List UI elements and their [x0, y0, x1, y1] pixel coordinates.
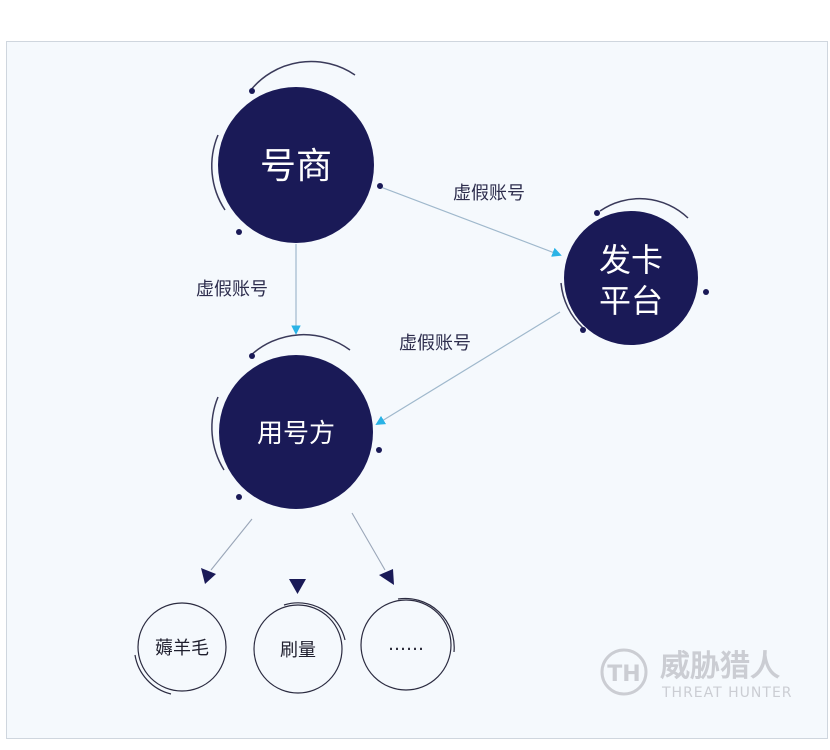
watermark-logo-letters: TH — [607, 662, 640, 687]
outcome-arrow-1 — [201, 568, 216, 584]
node-faka: 发卡 平台 — [560, 197, 709, 345]
branch-line-1 — [210, 518, 253, 571]
outcome-1: 薅羊毛 — [134, 602, 227, 695]
watermark-cn-name: 威胁猎人 — [660, 649, 780, 684]
diagram-panel — [6, 41, 828, 739]
node-label-faka-line2: 平台 — [599, 282, 663, 320]
outcome-arrow-2 — [289, 579, 306, 594]
node-label-yonghaofang: 用号方 — [257, 419, 335, 449]
node-yonghaofang: 用号方 — [211, 333, 382, 509]
outcome-3: …… — [360, 597, 455, 691]
outcome-label-2: 刷量 — [280, 640, 316, 661]
edge-haoshang-to-faka — [377, 185, 562, 257]
node-label-haoshang: 号商 — [260, 146, 332, 187]
outcome-label-3: …… — [388, 634, 424, 655]
threat-hunter-logo-icon — [600, 648, 648, 696]
node-haoshang: 号商 — [211, 60, 383, 243]
edge-label-haoshang-to-yonghaofang: 虚假账号 — [196, 279, 268, 300]
branch-line-3 — [351, 512, 386, 571]
node-label-faka-line1: 发卡 — [599, 241, 663, 279]
outcome-arrow-3 — [379, 569, 394, 585]
edge-label-haoshang-to-faka: 虚假账号 — [453, 183, 525, 204]
outcome-label-1: 薅羊毛 — [155, 638, 209, 659]
outcome-2: 刷量 — [253, 602, 346, 694]
edge-label-faka-to-yonghaofang: 虚假账号 — [399, 333, 471, 354]
threat-hunter-watermark: TH 威胁猎人 THREAT HUNTER — [600, 648, 793, 701]
watermark-en-name: THREAT HUNTER — [661, 685, 793, 701]
edge-faka-to-yonghaofang — [375, 311, 561, 426]
